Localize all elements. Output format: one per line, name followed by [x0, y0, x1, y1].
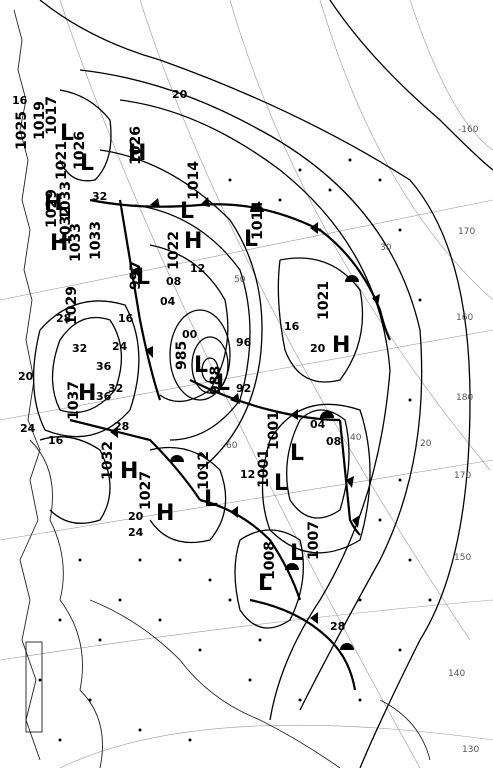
longitude-label: 150 [454, 553, 471, 563]
low-center: L [180, 199, 194, 224]
low-pressure-value: 997 [128, 261, 144, 290]
low-center: L [60, 121, 74, 146]
low-center: L [216, 371, 230, 396]
isobar-label: 32 [72, 342, 87, 355]
low-pressure-value: 1014 [186, 161, 202, 200]
isobar-label: 16 [284, 320, 300, 333]
isobar-label: 16 [48, 434, 64, 447]
pressure-value: 1033 [58, 181, 74, 220]
high-pressure-value: 1037 [66, 381, 82, 420]
isobar-label: 28 [114, 420, 129, 433]
isobar-label: 08 [166, 275, 181, 288]
longitude-label: 170 [454, 471, 471, 481]
longitude-label: 140 [448, 669, 465, 679]
high-pressure-value: 1029 [44, 189, 60, 228]
isobar-label: 24 [112, 340, 128, 353]
isobar-label: 08 [326, 435, 341, 448]
high-pressure-value: 1027 [138, 471, 154, 510]
isobar-label: 12 [240, 468, 255, 481]
isobar-label: 20 [310, 342, 326, 355]
low-center: L [274, 471, 288, 496]
high-pressure-value: 1022 [166, 231, 182, 270]
isobar-labels: 20 16 12 08 04 00 96 92 24 28 32 36 20 1… [12, 88, 345, 633]
longitude-label: 170 [458, 227, 475, 237]
low-pressure-value: 1007 [306, 521, 322, 560]
high-pressure-value: 1021 [316, 281, 332, 320]
isobar-label: 04 [160, 295, 176, 308]
high-center: H [78, 381, 96, 406]
low-pressure-value: 1012 [196, 451, 212, 490]
isobar-label: 20 [172, 88, 188, 101]
low-center: L [244, 227, 258, 252]
high-pressure-value: 1026 [128, 126, 144, 165]
isobar-label: 16 [118, 312, 134, 325]
longitude-label: 130 [462, 745, 479, 755]
isobar-label: 20 [18, 370, 34, 383]
station-observations [38, 158, 432, 742]
longitude-label: -160 [458, 125, 479, 135]
low-pressure-value: 1001 [256, 449, 272, 488]
high-center: H [50, 231, 68, 256]
low-pressure-value: 1017 [44, 96, 60, 135]
pressure-value: 1029 [64, 286, 80, 325]
low-pressure-value: 1014 [250, 201, 266, 240]
isobar-label: 20 [128, 510, 144, 523]
high-center: H [156, 501, 174, 526]
isobar-label: 36 [96, 360, 112, 373]
isobar-label: 28 [56, 312, 71, 325]
longitude-label: 180 [456, 393, 473, 403]
isobar-label: 04 [310, 418, 326, 431]
low-pressure-value: 1026 [72, 131, 88, 170]
low-pressure-value: 1001 [266, 411, 282, 450]
pressure-value: 1033 [68, 223, 84, 262]
isobar-label: 36 [96, 390, 112, 403]
isobar-label: 12 [190, 262, 205, 275]
latitude-label: 20 [420, 439, 432, 449]
isobar-label: 24 [128, 526, 144, 539]
pressure-value: 1021 [54, 141, 70, 180]
latitude-label: 40 [350, 433, 362, 443]
isobar-label: 28 [330, 620, 345, 633]
isobar-label: 32 [108, 382, 123, 395]
fronts [69, 197, 391, 691]
low-center: L [194, 353, 208, 378]
low-pressure-value: 988 [208, 366, 224, 395]
legend-box [25, 641, 43, 733]
high-pressure-value: 1032 [100, 441, 116, 480]
longitude-label: 160 [456, 313, 473, 323]
pressure-value: 1025 [14, 111, 30, 150]
isobar-label: 92 [236, 382, 251, 395]
isobar-label: 24 [20, 422, 36, 435]
low-center: L [290, 541, 304, 566]
pressure-centers: H 1029 H 1032 H 1037 H 1032 H 1027 H 102… [14, 96, 350, 596]
low-pressure-value: 1008 [262, 541, 278, 580]
low-center: L [204, 487, 218, 512]
isobar-label: 96 [236, 336, 252, 349]
high-center: H [184, 229, 202, 254]
grid-labels: -160 170 160 150 140 130 180 170 60 50 4… [226, 125, 479, 755]
pressure-value: 1033 [88, 221, 104, 260]
isobars [32, 0, 493, 769]
latitude-label: 50 [234, 275, 246, 285]
high-center: H [332, 333, 350, 358]
latitude-label: 30 [380, 243, 392, 253]
low-center: L [258, 571, 272, 596]
isobar-label: 16 [12, 94, 28, 107]
isobar-label: 32 [92, 190, 107, 203]
high-center: H [120, 459, 138, 484]
low-center: L [80, 151, 94, 176]
low-pressure-value: 985 [174, 341, 190, 370]
low-center: L [290, 441, 304, 466]
pressure-value: 1019 [32, 101, 48, 140]
low-center: L [136, 265, 150, 290]
latitude-label: 60 [226, 441, 238, 451]
high-center: H [128, 141, 146, 166]
isobar-label: 00 [182, 328, 198, 341]
high-center: H [44, 191, 62, 216]
coastline [13, 9, 431, 769]
high-pressure-value: 1032 [58, 206, 74, 245]
